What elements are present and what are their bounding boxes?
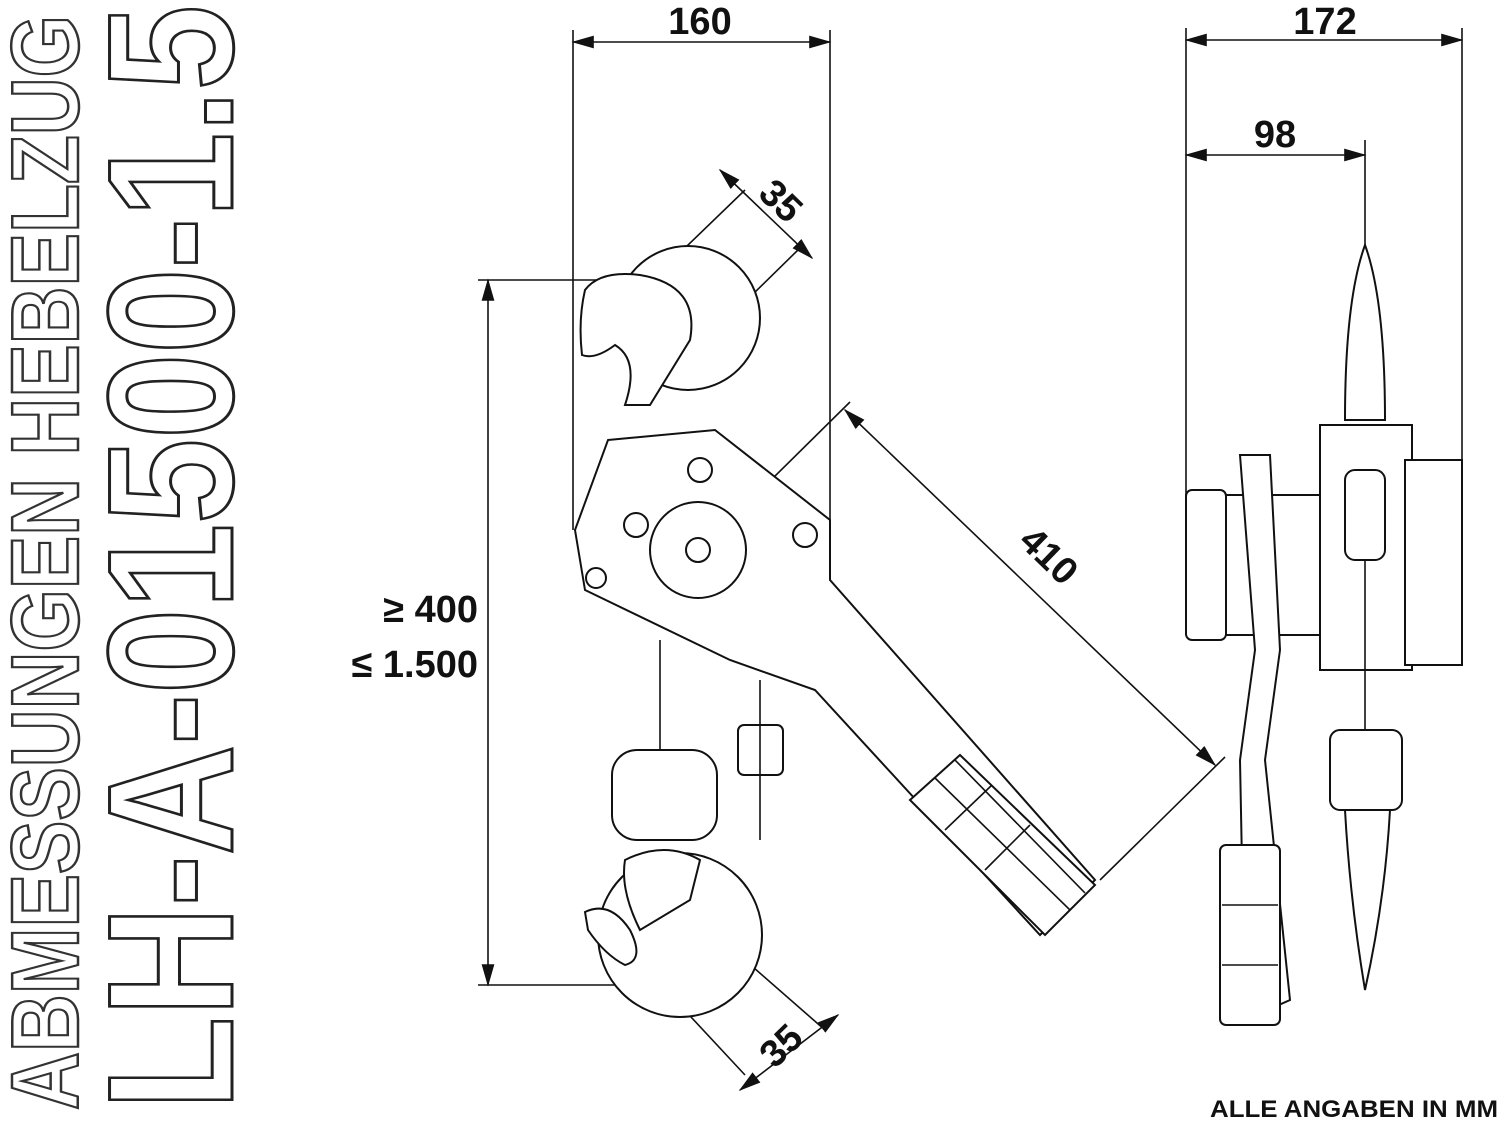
hoist-side-view	[1185, 242, 1463, 1026]
dim-35-bottom-label: 35	[752, 1017, 812, 1077]
lift-min-label: ≥ 400	[383, 589, 478, 631]
dim-410-label: 410	[1011, 519, 1086, 593]
units-note: ALLE ANGABEN IN MM	[1210, 1096, 1498, 1122]
dim-160-label: 160	[668, 1, 731, 43]
dim-172-label: 172	[1293, 1, 1356, 43]
lift-max-label: ≤ 1.500	[351, 644, 478, 686]
hoist-front-view	[573, 245, 1097, 1018]
dim-98-label: 98	[1254, 114, 1296, 156]
title-block: ABMESSUNGEN HEBELZUG LH-A-01500-1.5	[0, 4, 272, 1112]
dimension-lift-height: ≥ 400 ≤ 1.500	[351, 278, 650, 987]
title-line1: ABMESSUNGEN HEBELZUG	[0, 15, 99, 1110]
dim-35-top-label: 35	[751, 172, 811, 232]
title-line2: LH-A-01500-1.5	[71, 5, 270, 1110]
